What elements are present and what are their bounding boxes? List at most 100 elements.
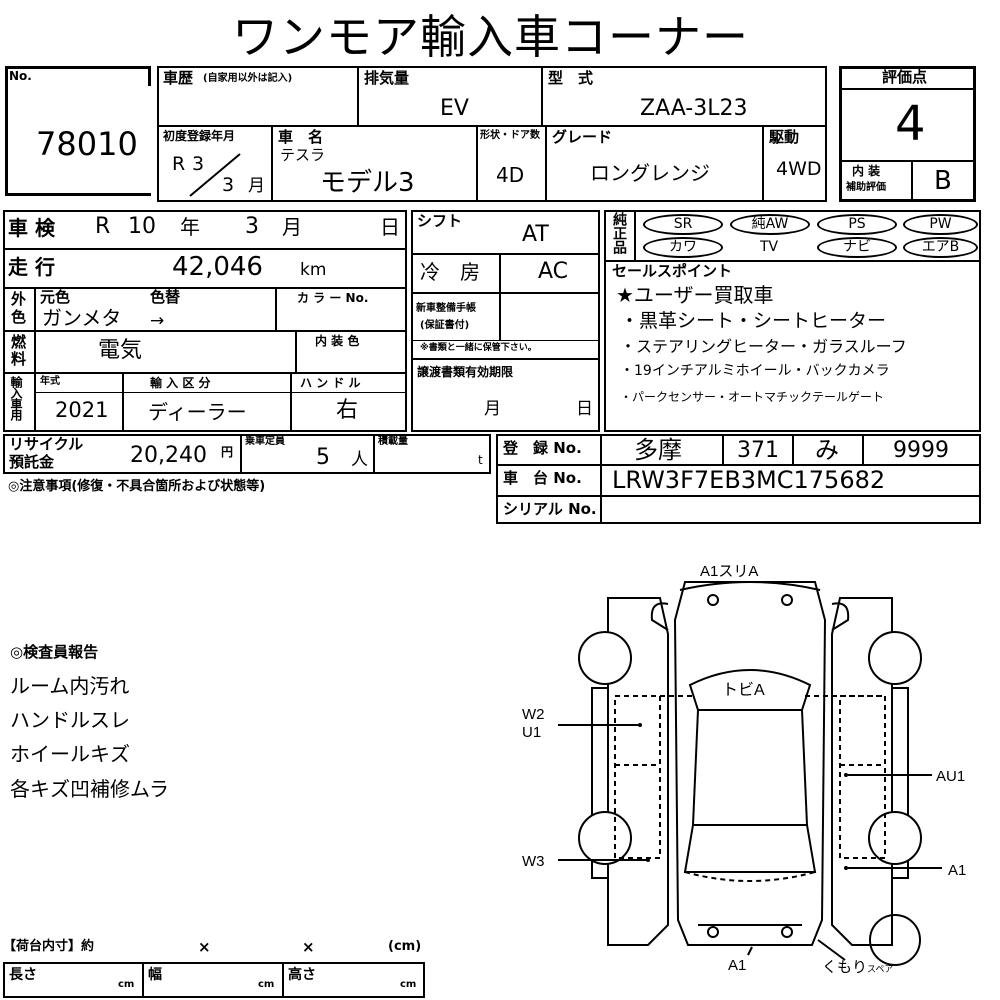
color-change-label: 色替 (150, 288, 181, 306)
load-label: 積載量 (378, 436, 408, 447)
recycle-label2: 預託金 (9, 453, 55, 471)
recycle-label1: リサイクル (9, 435, 84, 453)
car-maker: テスラ (280, 146, 326, 164)
diagram-left-front-label-2: U1 (522, 724, 541, 741)
sales-points-label: セールスポイント (612, 262, 733, 280)
cargo-length-unit: cm (118, 979, 135, 990)
cargo-label: 【荷台内寸】約 (3, 939, 95, 954)
first-reg-slash (189, 153, 241, 197)
spec-grid (3, 210, 407, 432)
transfer-day-unit: 日 (576, 399, 593, 419)
first-reg-label: 初度登録年月 (163, 129, 236, 143)
interior-color-label: 内 装 色 (315, 334, 360, 348)
mileage-unit: km (300, 260, 327, 280)
model-code-label: 型 式 (548, 69, 594, 87)
history-label: 車歴 (163, 69, 194, 87)
sales-point-2: ・黒革シート・シートヒーター (620, 310, 887, 332)
inspection-month-unit: 月 (282, 215, 302, 239)
fuel-value: 電気 (98, 338, 143, 363)
diagram-left-front-label: W2 (522, 706, 545, 723)
registration-label: 登 録 No. (503, 439, 582, 457)
import-label: 輸入車用 (9, 376, 23, 420)
inspection-year-unit: 年 (180, 215, 200, 239)
aircon-label: 冷 房 (420, 260, 480, 284)
inspection-month: 3 (245, 214, 259, 239)
transfer-month-unit: 月 (484, 399, 501, 419)
maintenance-label2: (保証書付) (420, 320, 470, 331)
page-title: ワンモア輸入車コーナー (232, 10, 749, 64)
orig-color-label: 元色 (40, 288, 71, 306)
diagram-right-mid-label: AU1 (936, 768, 965, 785)
equip-tv: TV (760, 239, 779, 255)
cargo-length-label: 長さ (9, 967, 37, 983)
drive-value: 4WD (776, 158, 822, 180)
shift-label: シフト (417, 212, 463, 230)
registration-number: 9999 (893, 438, 949, 463)
handle-label: ハ ン ド ル (300, 376, 361, 390)
exterior-color-value: ガンメタ (42, 306, 122, 330)
year-label: 年式 (40, 376, 60, 387)
diagram-bottom-label: A1 (728, 957, 746, 974)
score-box (839, 66, 976, 202)
recycle-unit: 円 (221, 445, 234, 459)
serial-label: シリアル No. (503, 500, 597, 518)
shift-grid (411, 210, 600, 432)
inspector-item-4: 各キズ凹補修ムラ (10, 777, 169, 801)
color-change-arrow: → (150, 311, 165, 331)
sales-point-3: ・ステアリングヒーター・ガラスルーフ (620, 337, 907, 356)
fuel-label2: 料 (11, 350, 27, 368)
diagram-right-rear-label: A1 (948, 862, 966, 879)
inspection-label: 車 検 (8, 216, 55, 240)
diagram-left-rear-label: W3 (522, 853, 545, 870)
registration-grid (496, 434, 981, 524)
fuel-label1: 燃 (11, 333, 27, 351)
vin-value: LRW3F7EB3MC175682 (612, 466, 886, 494)
mileage-label: 走 行 (8, 255, 55, 279)
handle-value: 右 (336, 398, 359, 423)
roof-panel (688, 669, 812, 711)
sales-point-1: ★ユーザー買取車 (616, 283, 774, 307)
car-name-label: 車 名 (278, 128, 324, 146)
doors-value: 4D (496, 163, 525, 187)
grade-label: グレード (552, 128, 613, 146)
inspector-label: ◎検査員報告 (10, 643, 99, 661)
lot-no-value: 78010 (36, 125, 138, 163)
interior-value: B (934, 166, 952, 196)
color-no-label: カ ラ ー No. (297, 291, 369, 305)
cargo-height-label: 高さ (288, 967, 316, 983)
load-unit: t (478, 453, 483, 467)
car-model: モデル3 (320, 168, 415, 198)
equip-pw: PW (903, 214, 978, 235)
capacity-value: 5 (316, 445, 330, 470)
aircon-value: AC (538, 259, 569, 284)
car-damage-diagram: A1スリA トビA W2 U1 AU1 W3 A1 A1 くもり スペア (522, 563, 966, 976)
cargo-grid (3, 962, 425, 998)
cargo-width-label: 幅 (148, 967, 162, 983)
recycle-grid (3, 434, 491, 474)
exterior-label2: 色 (11, 308, 27, 326)
cargo-x1: × (198, 938, 211, 956)
genuine-label: 純正品 (611, 212, 627, 254)
diagram-front-label: A1スリA (700, 563, 758, 580)
shift-value: AT (522, 222, 549, 247)
cargo-unit: (cm) (388, 939, 422, 954)
import-category-value: ディーラー (148, 400, 247, 424)
equip-airbag: エアB (903, 237, 978, 258)
model-code-value: ZAA-3L23 (640, 96, 748, 121)
left-side (607, 597, 669, 946)
body-outline (673, 581, 827, 946)
interior-sub: 補助評価 (846, 182, 886, 193)
first-reg-month: 3 (222, 174, 235, 196)
maintenance-label1: 新車整備手帳 (416, 303, 476, 314)
diagram-roof-label: トビA (722, 681, 765, 699)
cargo-x2: × (302, 938, 315, 956)
equipment-box (604, 210, 981, 432)
registration-class: 371 (737, 438, 779, 463)
import-category-label: 輸 入 区 分 (150, 376, 211, 390)
equip-navi: ナビ (817, 237, 897, 258)
first-reg-year: 3 (192, 153, 205, 175)
grade-value: ロングレンジ (590, 161, 710, 185)
sales-point-4: ・19インチアルミホイール・バックカメラ (620, 363, 890, 379)
score-label: 評価点 (882, 68, 928, 86)
inspector-item-2: ハンドルスレ (10, 708, 130, 732)
